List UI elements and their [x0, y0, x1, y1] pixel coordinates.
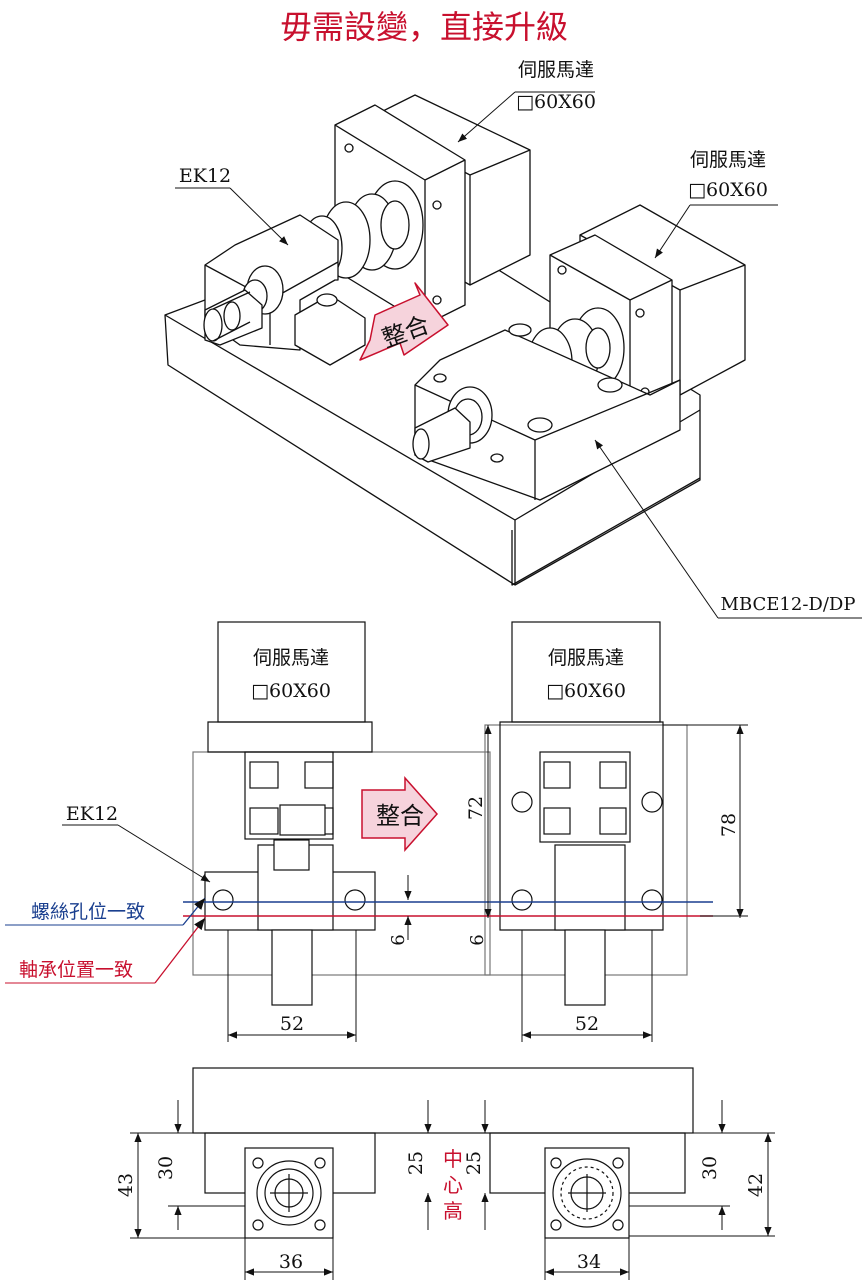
front-dimensions	[227, 724, 748, 1042]
dim-43: 43	[115, 1173, 137, 1197]
iso-ek12-label: EK12	[179, 165, 231, 187]
front-motor-right-size: □60X60	[546, 680, 626, 702]
dim-34: 34	[577, 1251, 601, 1273]
iso-mbce12-block	[412, 323, 681, 501]
front-motor-left-size: □60X60	[251, 680, 331, 702]
dim-36: 36	[279, 1251, 303, 1273]
iso-motor-left-size: □60X60	[516, 91, 596, 113]
side-dimensions	[130, 1100, 775, 1280]
iso-ek12-block	[203, 214, 366, 366]
center-height-char-2: 心	[443, 1173, 463, 1197]
front-ek12-label: EK12	[66, 803, 118, 825]
iso-motor-right-name: 伺服馬達	[690, 149, 766, 171]
iso-mbce12-label: MBCE12-D/DP	[721, 594, 856, 615]
iso-motor-right-size: □60X60	[688, 179, 768, 201]
dim-42: 42	[745, 1173, 767, 1197]
front-integrate-arrow	[361, 776, 439, 852]
iso-motor-left-name: 伺服馬達	[518, 59, 594, 81]
dim-52-right: 52	[575, 1013, 599, 1035]
center-height-char-1: 中	[443, 1147, 463, 1171]
page-title: 毋需設變，直接升級	[280, 8, 568, 46]
iso-integrate-arrow	[359, 282, 449, 361]
front-motor-left-name: 伺服馬達	[253, 647, 329, 669]
screw-note: 螺絲孔位一致	[31, 901, 145, 923]
front-arrow-label: 整合	[376, 802, 424, 830]
dim-78: 78	[718, 813, 740, 837]
dim-6-right: 6	[467, 934, 488, 945]
dim-30-right: 30	[699, 1156, 721, 1180]
dim-25-left: 25	[405, 1151, 427, 1175]
dim-6-left: 6	[388, 934, 409, 945]
center-height-char-3: 高	[443, 1199, 463, 1223]
front-motor-right-name: 伺服馬達	[548, 647, 624, 669]
isometric-view	[164, 94, 746, 586]
dim-72: 72	[465, 796, 487, 820]
dim-30-left: 30	[155, 1156, 177, 1180]
front-view	[192, 621, 688, 1006]
bearing-note: 軸承位置一致	[19, 959, 133, 981]
side-view	[192, 1067, 694, 1239]
dim-25-right: 25	[463, 1151, 485, 1175]
dim-52-left: 52	[280, 1013, 304, 1035]
iso-leaders	[175, 91, 862, 619]
